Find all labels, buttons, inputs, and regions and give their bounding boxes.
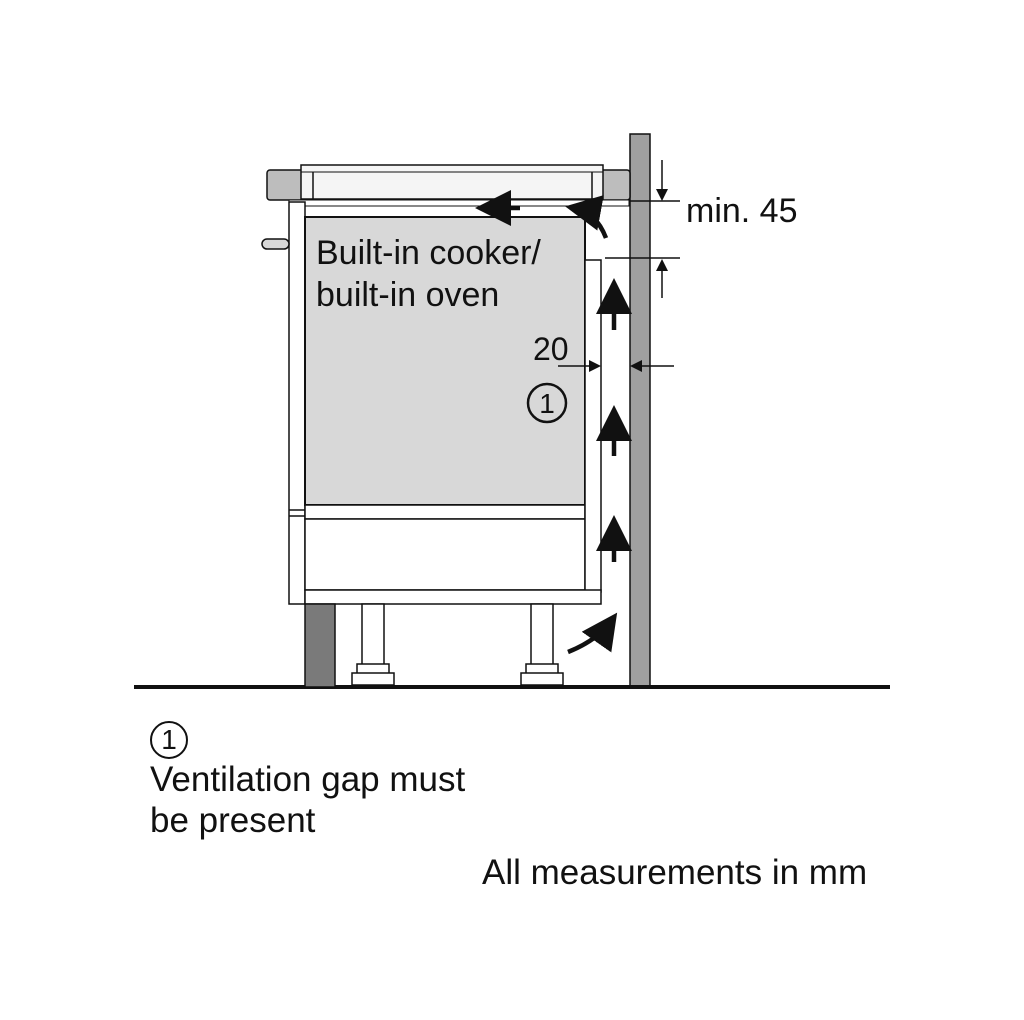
footer-note: All measurements in mm — [482, 853, 868, 892]
drawer-front-top — [304, 504, 586, 520]
foot-right — [520, 603, 564, 686]
oven-knob — [261, 238, 290, 250]
rear-panel — [584, 259, 602, 593]
airflow-arrow-top-curve — [565, 195, 609, 239]
dimension-min-45 — [605, 160, 680, 298]
dimension-label-20: 20 — [533, 331, 569, 367]
ventilation-gap-marker: 1 — [526, 382, 568, 424]
wall — [629, 133, 651, 687]
appliance-label-line1: Built-in cooker/ — [316, 234, 541, 272]
legend-marker-number: 1 — [150, 721, 188, 759]
legend-marker: 1 — [150, 718, 188, 759]
hob-glass — [300, 164, 604, 200]
hob-underside — [288, 199, 630, 207]
bottom-shelf — [304, 589, 602, 605]
plinth — [304, 603, 336, 688]
cabinet-side-panel — [288, 201, 306, 605]
foot-left — [351, 603, 395, 686]
svg-text:1: 1 — [539, 388, 555, 419]
oven-body — [304, 216, 586, 506]
appliance-label-line2: built-in oven — [316, 276, 499, 314]
dimension-label-min-45: min. 45 — [686, 192, 798, 230]
drawer — [304, 518, 586, 591]
legend-line2: be present — [150, 801, 316, 840]
airflow-arrow-bottom-curve — [567, 612, 618, 655]
legend-line1: Ventilation gap must — [150, 760, 466, 799]
